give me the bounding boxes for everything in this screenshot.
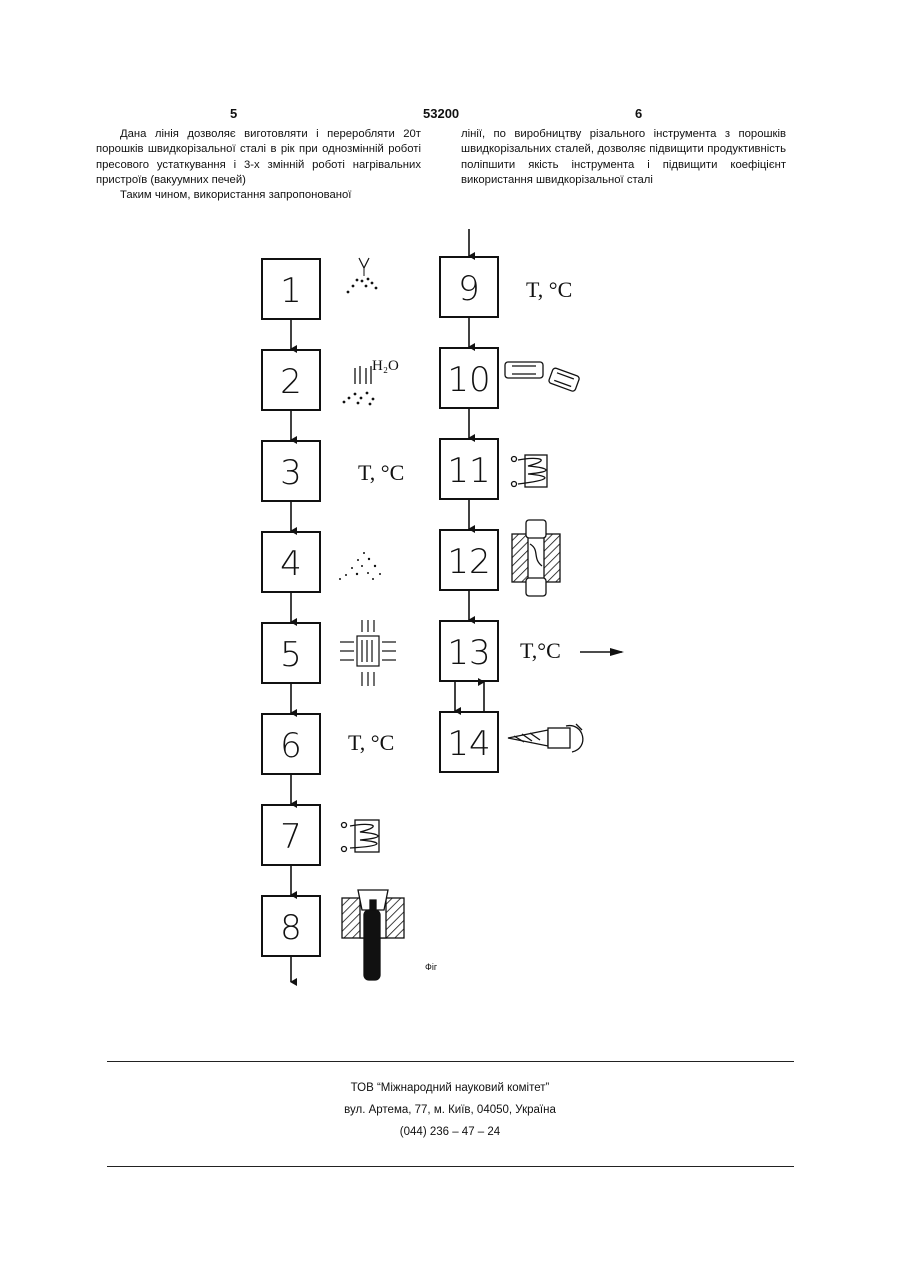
process-box-14-number: 14	[447, 724, 490, 764]
temperature-label-13: T,°C	[520, 638, 561, 663]
process-box-2: 2	[262, 350, 320, 410]
footer-rule-bottom	[107, 1166, 794, 1167]
water-label: H₂O	[372, 358, 399, 374]
process-box-9: 9	[440, 257, 498, 317]
process-box-12-number: 12	[447, 542, 490, 582]
process-box-7: 7	[262, 805, 320, 865]
figure-caption: Фіг	[425, 962, 438, 972]
process-box-7-number: 7	[280, 817, 302, 857]
process-box-10: 10	[440, 348, 498, 408]
process-box-12: 12	[440, 530, 498, 590]
footer: ТОВ “Міжнародний науковий комітет” вул. …	[0, 1077, 900, 1143]
cut-blanks-icon	[505, 362, 580, 392]
footer-phone: (044) 236 – 47 – 24	[0, 1121, 900, 1143]
process-box-3-number: 3	[280, 453, 302, 493]
process-box-14: 14	[440, 712, 498, 772]
induction-coil-icon-2	[512, 455, 548, 487]
process-box-9-number: 9	[458, 269, 480, 309]
temperature-label-9: T, °C	[526, 277, 572, 302]
process-box-6-number: 6	[280, 726, 302, 766]
footer-rule-top	[107, 1061, 794, 1062]
extrusion-icon	[342, 890, 404, 980]
temperature-label-6: T, °C	[348, 730, 394, 755]
process-box-6: 6	[262, 714, 320, 774]
process-box-8: 8	[262, 896, 320, 956]
forging-die-icon	[512, 520, 560, 596]
atomization-icon	[347, 258, 377, 293]
process-box-2-number: 2	[280, 362, 302, 402]
process-box-11: 11	[440, 439, 498, 499]
powder-icon	[339, 552, 381, 580]
temperature-label-3: T, °C	[358, 460, 404, 485]
process-box-10-number: 10	[447, 360, 490, 400]
compaction-icon	[340, 620, 396, 686]
process-box-11-number: 11	[447, 451, 490, 491]
process-box-3: 3	[262, 441, 320, 501]
process-box-1: 1	[262, 259, 320, 319]
process-box-13: 13	[440, 621, 498, 681]
process-box-1-number: 1	[280, 271, 302, 311]
process-box-4-number: 4	[280, 544, 302, 584]
footer-company: ТОВ “Міжнародний науковий комітет”	[0, 1077, 900, 1099]
footer-address: вул. Артема, 77, м. Київ, 04050, Україна	[0, 1099, 900, 1121]
process-box-4: 4	[262, 532, 320, 592]
process-box-5-number: 5	[280, 635, 302, 675]
induction-coil-icon	[342, 820, 380, 852]
drill-tool-icon	[508, 724, 583, 752]
process-box-8-number: 8	[280, 908, 302, 948]
process-box-13-number: 13	[447, 633, 490, 673]
process-box-5: 5	[262, 623, 320, 683]
water-spray-icon	[343, 366, 374, 405]
